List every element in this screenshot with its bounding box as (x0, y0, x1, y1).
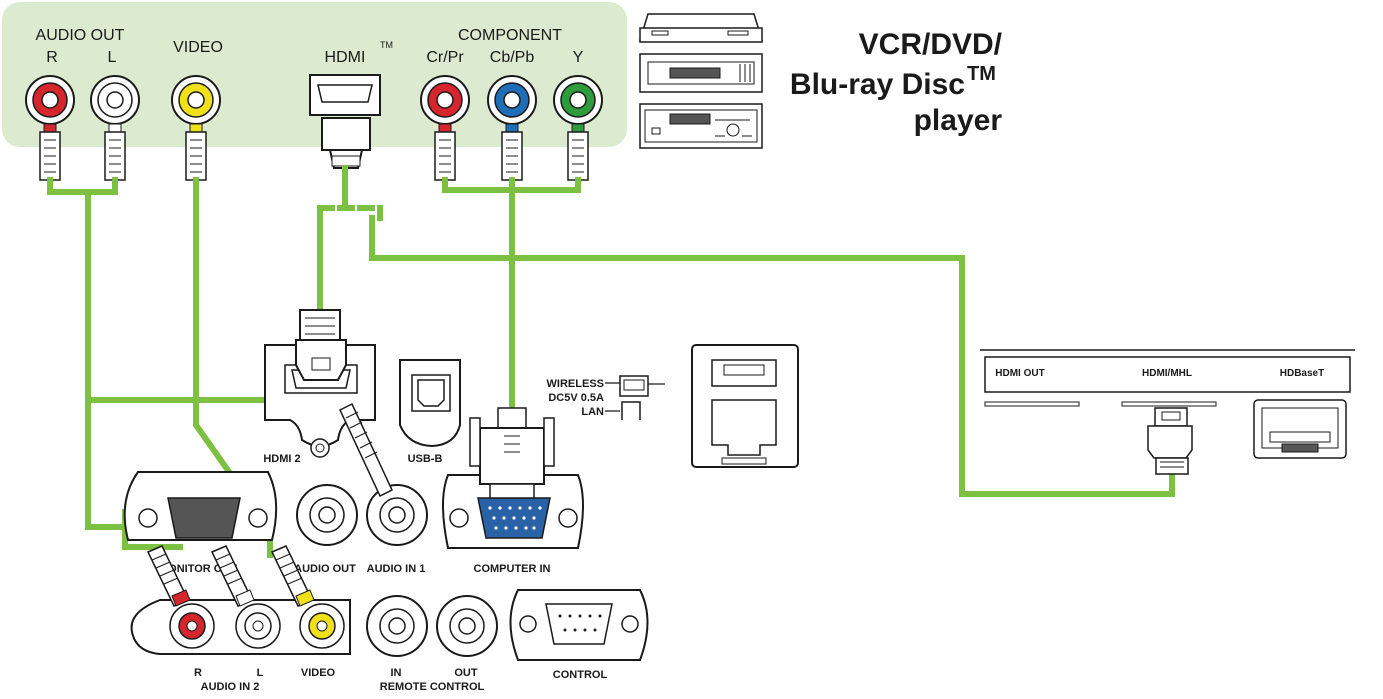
hdmi-port-source (309, 74, 381, 116)
hdbaset-port (1253, 399, 1347, 459)
player-title-tm: TM (967, 63, 996, 85)
vcr-icon (638, 13, 764, 43)
rca-plug-audio-r (39, 123, 61, 181)
rca-plug-audio-l (104, 123, 126, 181)
audio-in1-label: AUDIO IN 1 (367, 563, 426, 575)
hdmi-tm-label: TM (380, 40, 393, 50)
component-y-label: Y (573, 49, 584, 66)
player-title-line3: player (914, 104, 1003, 137)
hdmi-label: HDMI (325, 49, 366, 66)
video-label: VIDEO (173, 39, 223, 56)
computer-in-label: COMPUTER IN (474, 563, 551, 575)
audio-in1-port (366, 484, 428, 546)
player-title-line2: Blu-ray Disc (790, 68, 965, 101)
hdbaset-label: HDBaseT (1280, 368, 1324, 379)
computer-in-port (442, 474, 584, 549)
component-cr-label: Cr/Pr (426, 49, 464, 66)
rca-jack-component-y (553, 75, 603, 125)
cable-hdmi-to-hdbaset (369, 215, 1175, 497)
control-port (509, 589, 649, 661)
hdmi-plug-source (321, 117, 371, 169)
cables (47, 165, 1175, 558)
audio-out-label: AUDIO OUT (36, 27, 125, 44)
audio-in2-block (130, 599, 351, 655)
rca-plug-component-cb (501, 123, 523, 181)
wireless-lan-switch: WIRELESS DC5V 0.5A LAN (547, 375, 665, 420)
control-label: CONTROL (553, 669, 608, 681)
rca-jack-video (171, 75, 221, 125)
rca-jack-component-cb (487, 75, 537, 125)
video-in-label: VIDEO (301, 667, 336, 679)
player-title: VCR/DVD/ Blu-ray Disc TM player (790, 28, 1003, 137)
rca-jack-audio-r (25, 75, 75, 125)
rca-plug-component-y (567, 123, 589, 181)
lan-label: LAN (581, 406, 604, 418)
hdmi-plug-projector (295, 309, 347, 381)
hdmi2-label: HDMI 2 (263, 453, 300, 465)
remote-control-label: REMOTE CONTROL (380, 681, 485, 693)
audio-l-label: L (108, 49, 117, 66)
usb-b-port (399, 359, 461, 448)
rca-jack-component-cr (420, 75, 470, 125)
remote-in-port (366, 595, 428, 657)
remote-out-port (436, 595, 498, 657)
cable-audio-pair-merge (47, 177, 118, 195)
monitor-out-label: MONITOR OUT (159, 563, 237, 575)
audio-in2-l-label: L (257, 667, 264, 679)
rca-plug-video (185, 123, 207, 181)
hdmi-plug-hdbaset (1147, 407, 1193, 475)
audio-out-label-panel: AUDIO OUT (294, 563, 356, 575)
source-device-panel: AUDIO OUT R L VIDEO HDMI TM COMPONENT Cr… (2, 2, 627, 147)
lan-port (691, 344, 799, 468)
rca-jack-audio-l (90, 75, 140, 125)
dc5v-label: DC5V 0.5A (548, 392, 604, 404)
dvd-player-icon (639, 53, 763, 93)
projector-panel: HDMI 2 USB-B WIRELESS DC5V 0.5A LAN (123, 309, 799, 693)
component-cb-label: Cb/Pb (490, 49, 535, 66)
audio-in2-r-label: R (194, 667, 202, 679)
hdmi-mhl-label: HDMI/MHL (1142, 368, 1192, 379)
hdmi-out-label: HDMI OUT (995, 368, 1044, 379)
bluray-player-icon (639, 103, 763, 149)
remote-out-label: OUT (454, 667, 478, 679)
audio-in2-label: AUDIO IN 2 (201, 681, 260, 693)
dsub-plug (469, 407, 555, 499)
player-icons (638, 13, 764, 149)
remote-in-label: IN (391, 667, 402, 679)
rca-plug-in-r (146, 545, 191, 607)
player-title-line1: VCR/DVD/ (859, 28, 1003, 61)
rca-plug-in-video (270, 545, 315, 607)
monitor-out-port (123, 471, 278, 541)
hdbaset-device: HDMI OUT HDMI/MHL HDBaseT (980, 349, 1355, 475)
rca-plug-in-l (210, 545, 255, 607)
wireless-label: WIRELESS (547, 378, 604, 390)
audio-mini-plug (339, 402, 393, 498)
usb-b-label: USB-B (408, 453, 443, 465)
component-label: COMPONENT (458, 27, 562, 44)
audio-out-port (296, 484, 358, 546)
rca-plug-component-cr (434, 123, 456, 181)
audio-r-label: R (46, 49, 58, 66)
